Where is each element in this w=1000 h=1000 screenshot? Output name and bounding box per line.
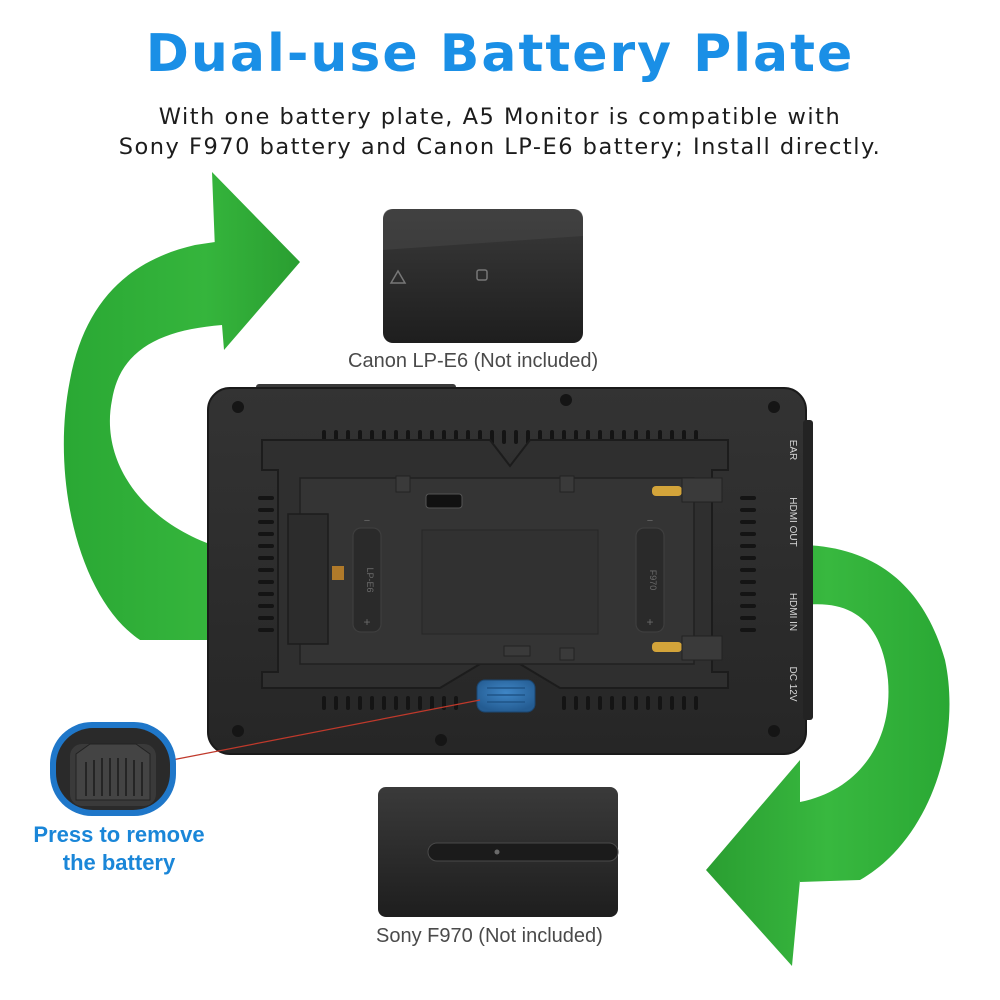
- plate-label-lpe6: LP-E6: [365, 567, 375, 592]
- right-arrow-icon: [706, 545, 950, 966]
- left-arrow-icon: [63, 172, 300, 640]
- canon-lpe6-battery: [383, 209, 583, 343]
- battery-contact-icon: [476, 269, 488, 281]
- callout-line-2: the battery: [62, 850, 176, 875]
- canon-battery-caption: Canon LP-E6 (Not included): [348, 350, 599, 372]
- connector-pins: [652, 477, 723, 661]
- release-button[interactable]: [476, 679, 536, 713]
- battery-plate: LP-E6 F970 − + − +: [261, 439, 729, 689]
- plus-icon: +: [363, 615, 370, 629]
- page-title: Dual-use Battery Plate: [145, 24, 855, 84]
- minus-icon: −: [647, 515, 653, 527]
- sony-f970-battery: [378, 787, 619, 917]
- callout-pointer-line: [171, 699, 481, 761]
- port-label-hdmi-out: HDMI OUT: [787, 497, 798, 546]
- plate-label-f970: F970: [648, 570, 658, 591]
- button-zoom-callout: [50, 722, 176, 816]
- battery-arrow-icon: [389, 269, 407, 284]
- monitor-back: LP-E6 F970 − + − +: [207, 384, 813, 755]
- port-label-hdmi-in: HDMI IN: [787, 593, 798, 631]
- sony-battery-caption: Sony F970 (Not included): [376, 925, 603, 947]
- subtitle-line-1: With one battery plate, A5 Monitor is co…: [158, 104, 842, 130]
- port-label-dc-12v: DC 12V: [787, 666, 798, 701]
- plus-icon: +: [646, 615, 653, 629]
- subtitle-line-2: Sony F970 battery and Canon LP-E6 batter…: [118, 134, 882, 160]
- callout-text: Press to remove the battery: [14, 821, 224, 877]
- page-subtitle: With one battery plate, A5 Monitor is co…: [60, 102, 940, 162]
- callout-line-1: Press to remove: [33, 822, 205, 847]
- minus-icon: −: [364, 515, 370, 527]
- port-label-ear: EAR: [787, 440, 798, 461]
